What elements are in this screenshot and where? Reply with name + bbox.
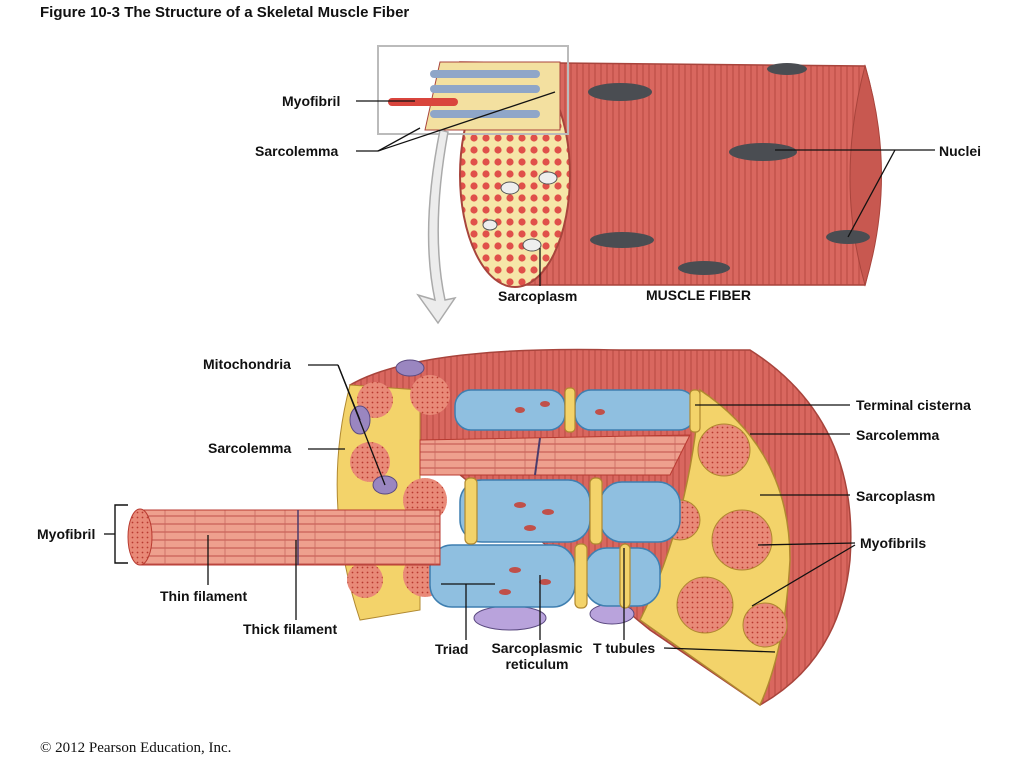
label-sarcolemma-top: Sarcolemma bbox=[255, 143, 339, 159]
extended-myofibril bbox=[127, 508, 441, 566]
label-sarcoplasmic-line-1: Sarcoplasmic bbox=[491, 640, 583, 656]
label-triad: Triad bbox=[435, 641, 469, 657]
label-myofibrils: Myofibrils bbox=[860, 535, 927, 551]
myofibril-rod bbox=[430, 85, 540, 93]
reticulum-pores bbox=[499, 401, 605, 595]
myofibril-section bbox=[697, 423, 751, 477]
top-leader-lines bbox=[356, 91, 935, 286]
muscle-fiber-cylinder bbox=[388, 61, 882, 288]
mitochondrion bbox=[538, 171, 558, 185]
label-thick-filament: Thick filament bbox=[243, 621, 338, 637]
myofibril-section bbox=[742, 602, 788, 648]
label-sarcoplasmic-reticulum: Sarcoplasmic reticulum bbox=[485, 640, 589, 672]
strip-z-line bbox=[534, 437, 541, 476]
nucleus bbox=[729, 143, 797, 161]
label-t-tubules: T tubules bbox=[593, 640, 656, 656]
striated-strip bbox=[419, 434, 691, 476]
t-tubules bbox=[464, 387, 701, 609]
label-sarcoplasm-top: Sarcoplasm bbox=[498, 288, 578, 304]
nucleus bbox=[767, 63, 807, 75]
zoom-arrow bbox=[416, 129, 457, 325]
myofibril-rod bbox=[430, 70, 540, 78]
label-myofibril-bottom: Myofibril bbox=[37, 526, 96, 542]
copyright-notice: © 2012 Pearson Education, Inc. bbox=[40, 740, 232, 756]
label-thin-filament: Thin filament bbox=[160, 588, 248, 604]
label-myofibril-top: Myofibril bbox=[282, 93, 341, 109]
myofibril-rod-body bbox=[139, 509, 441, 566]
myofibril-rod-end bbox=[127, 508, 153, 566]
label-sarcolemma-left: Sarcolemma bbox=[208, 440, 292, 456]
myofibril-rod bbox=[430, 110, 540, 118]
figure-title: Figure 10-3 The Structure of a Skeletal … bbox=[40, 4, 410, 21]
label-sarcolemma-right: Sarcolemma bbox=[856, 427, 940, 443]
label-terminal-cisterna: Terminal cisterna bbox=[856, 397, 971, 413]
mitochondrion bbox=[473, 605, 547, 631]
enlarged-fiber bbox=[336, 348, 852, 707]
nucleus bbox=[588, 83, 652, 101]
nucleus bbox=[590, 232, 654, 248]
myofibril-bracket bbox=[114, 504, 128, 564]
label-muscle-fiber: MUSCLE FIBER bbox=[646, 287, 751, 303]
label-sarcoplasmic-line-2: reticulum bbox=[505, 656, 569, 672]
zoom-box bbox=[377, 45, 569, 135]
myofibril-section bbox=[711, 509, 773, 571]
myofibril-rod bbox=[388, 98, 458, 106]
myofibril-end bbox=[410, 375, 450, 415]
myofibril-end bbox=[347, 562, 383, 598]
fiber-end-cap bbox=[849, 64, 882, 287]
label-sarcoplasm-bottom: Sarcoplasm bbox=[856, 488, 936, 504]
myofibril-section bbox=[676, 576, 734, 634]
label-nuclei: Nuclei bbox=[939, 143, 982, 159]
mitochondrion bbox=[500, 181, 520, 195]
mitochondrion bbox=[522, 238, 542, 252]
mitochondrion bbox=[395, 359, 425, 377]
bottom-leader-lines bbox=[104, 364, 856, 653]
label-mitochondria: Mitochondria bbox=[203, 356, 291, 372]
mitochondrion bbox=[482, 219, 498, 231]
nucleus bbox=[678, 261, 730, 275]
